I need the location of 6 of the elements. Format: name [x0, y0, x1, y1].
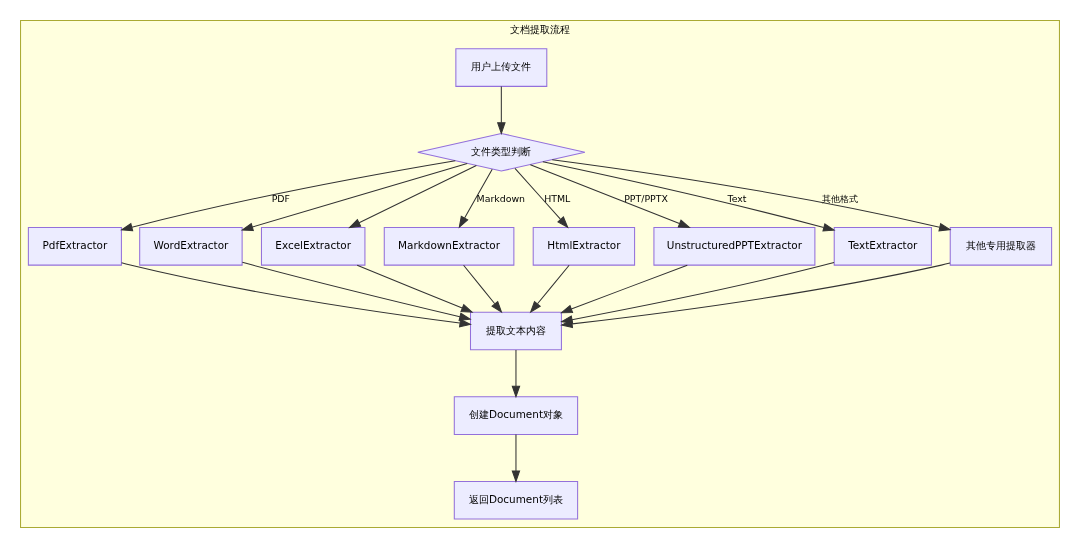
- edge-label: HTML: [544, 192, 571, 204]
- edge-label: 其他格式: [822, 192, 859, 204]
- edge-label: PDF: [271, 192, 290, 204]
- edge-label: Text: [727, 192, 747, 204]
- edge-label: PPT/PPTX: [624, 192, 668, 204]
- edge-label: Markdown: [476, 192, 526, 204]
